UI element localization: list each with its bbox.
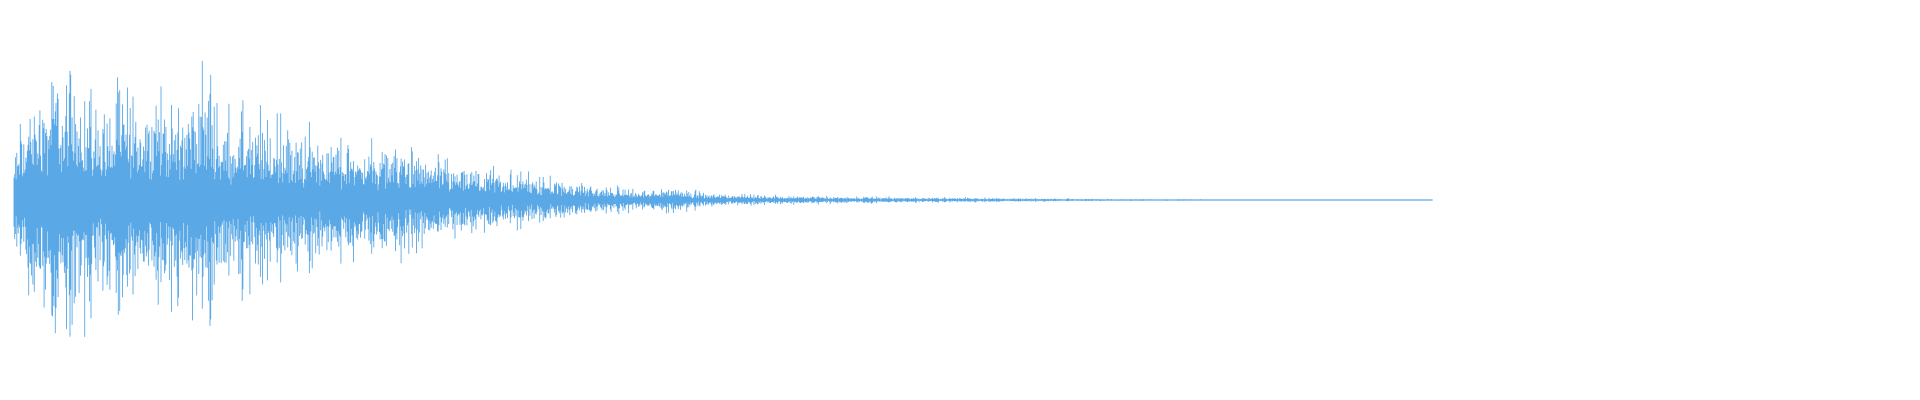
waveform-trace <box>13 60 1433 337</box>
waveform-bars <box>13 60 1433 337</box>
